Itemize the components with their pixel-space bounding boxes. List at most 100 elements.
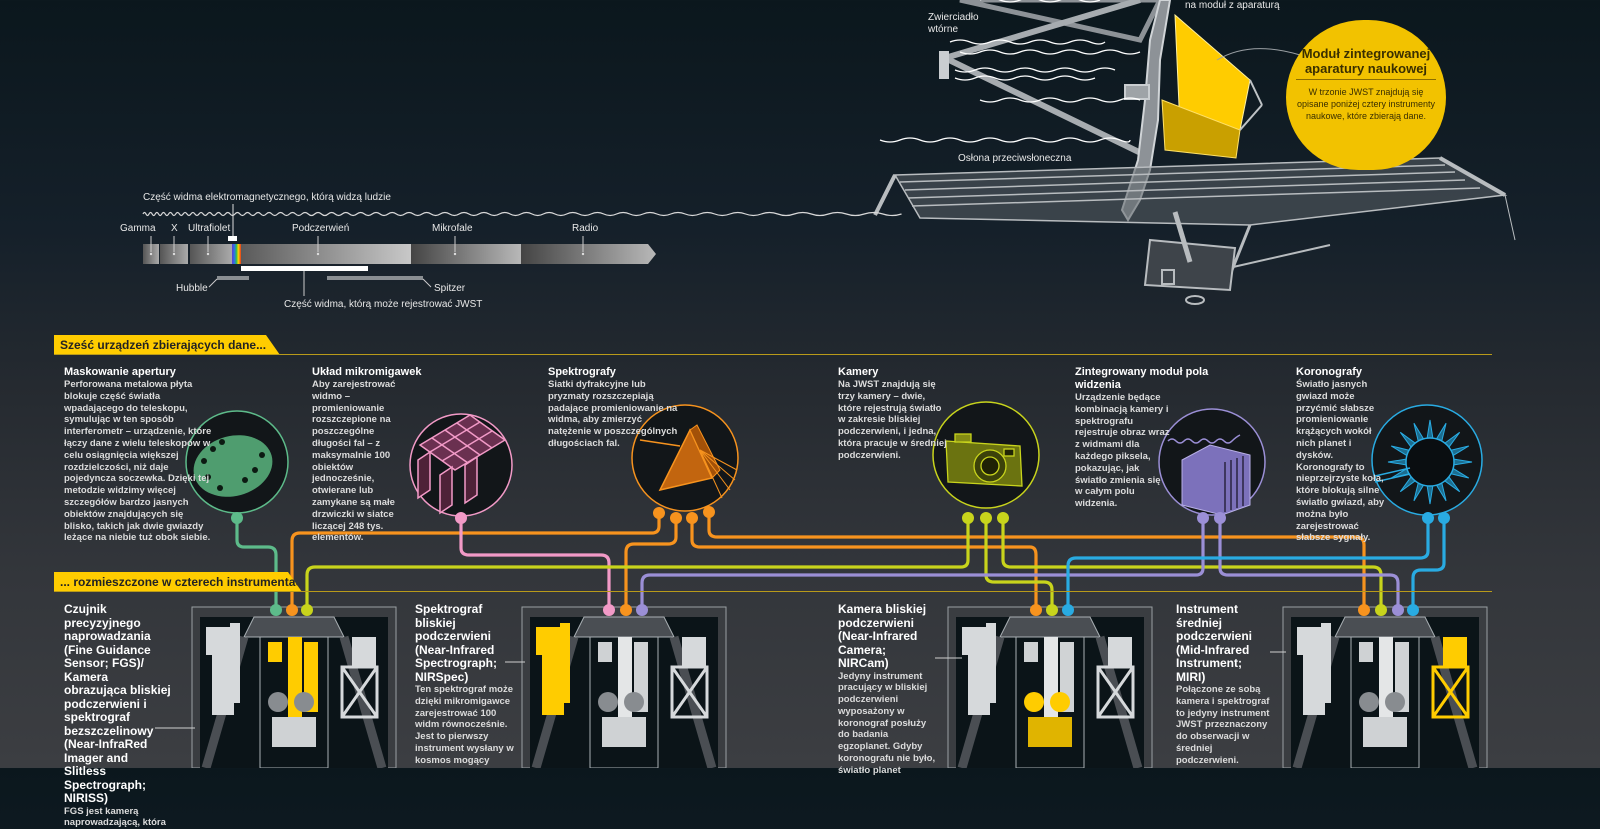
isim-callout-rule: [1296, 79, 1436, 80]
device-microshutters: Układ mikromigawek Aby zarejestrować wid…: [312, 366, 507, 544]
light-rays: [879, 0, 1141, 143]
connector-spectro-nircam: [690, 513, 1038, 610]
band-radio: [521, 244, 656, 264]
panel-miri: [1282, 606, 1488, 768]
secondary-mirror-struts: [939, 0, 1163, 158]
band-dots: [149, 252, 585, 256]
hubble-coverage-bar: [217, 276, 249, 280]
hubble-label: Hubble: [176, 283, 208, 294]
coronagraph-sun-icon: [1371, 404, 1483, 516]
instrument-leader-lines: [155, 651, 1286, 729]
device-coronagraphs: Koronografy Światło jasnych gwiazd może …: [1296, 366, 1391, 544]
device-description: Urządzenie będące kombinacją kamery i sp…: [1075, 392, 1170, 510]
devices-banner: Sześć urządzeń zbierających dane...: [54, 335, 280, 355]
connector-spectro-nirspec: [624, 516, 678, 610]
device-connector-dots: [231, 506, 1450, 524]
device-icons: [185, 401, 1483, 517]
device-spectrographs: Spektrografy Siatki dyfrakcyjne lub pryz…: [548, 366, 678, 450]
panel-nircam: [947, 606, 1153, 768]
instrument-connector-dots: [270, 604, 1419, 616]
slicer-wave: [1167, 434, 1241, 444]
instrument-title: Spektrograf bliskiej podczerwieni (Near-…: [415, 602, 498, 684]
connector-ifu-nirspec: [640, 516, 1205, 610]
band-label-microwave: Mikrofale: [432, 223, 473, 234]
em-spectrum-diagram: [142, 204, 902, 296]
instruments-banner: ... rozmieszczone w czterech instrumenta…: [54, 572, 302, 592]
connector-microshutter-nirspec: [459, 516, 611, 610]
image-slicer-icon: [1158, 408, 1266, 516]
instrument-description: Połączone ze sobą kamera i spektrograf t…: [1176, 684, 1270, 766]
device-description: Siatki dyfrakcyjne lub pryzmaty rozszcze…: [548, 379, 678, 449]
spacecraft-bus: [1143, 211, 1237, 305]
isim-callout-line: [1216, 48, 1301, 61]
connector-spectro-fgs: [290, 513, 661, 610]
connector-aperture-fgs: [235, 516, 278, 610]
instruments-banner-rule: [54, 591, 1492, 592]
perforated-plate-icon: [185, 410, 289, 514]
band-uv: [190, 244, 232, 264]
panel-fgs-niriss: [191, 606, 397, 768]
isim-callout-title: Moduł zintegrowanej aparatury naukowej: [1301, 46, 1431, 76]
connector-camera-fgs: [305, 516, 970, 610]
device-title: Maskowanie apertury: [64, 366, 176, 378]
band-label-radio: Radio: [572, 223, 599, 234]
human-visible-label: Część widma elektromagnetycznego, którą …: [143, 192, 391, 203]
band-visible: [232, 244, 241, 264]
instrument-nirspec: Spektrograf bliskiej podczerwieni (Near-…: [415, 602, 515, 767]
em-wave-line: [142, 211, 902, 217]
device-description: Aby zarejestrować widmo – promieniowanie…: [312, 379, 396, 544]
instrument-title: Kamera bliskiej podczerwieni (Near-Infra…: [838, 602, 927, 670]
device-description: Na JWST znajdują się trzy kamery – dwie,…: [838, 379, 947, 461]
instrument-module-pointer-label: na moduł z aparaturą: [1185, 0, 1280, 11]
band-label-infrared: Podczerwień: [292, 223, 350, 234]
band-label-x: X: [171, 223, 178, 234]
device-cameras: Kamery Na JWST znajdują się trzy kamery …: [838, 366, 948, 462]
band-microwave: [411, 244, 521, 264]
band-label-uv: Ultrafiolet: [188, 223, 231, 234]
instrument-description: Jedyny instrument pracujący w bliskiej p…: [838, 670, 936, 776]
device-title: Spektrografy: [548, 366, 616, 378]
panel-nirspec: [521, 606, 727, 768]
band-label-gamma: Gamma: [120, 223, 156, 234]
jwst-range-label: Część widma, którą może rejestrować JWST: [284, 299, 483, 310]
isim-module: [1161, 13, 1263, 159]
band-ticks: [150, 236, 584, 252]
prism-icon: [631, 404, 739, 512]
device-description: Perforowana metalowa płyta blokuje część…: [64, 379, 212, 544]
devices-banner-rule: [54, 354, 1492, 355]
visible-marker: [228, 236, 237, 241]
connector-coronagraph-miri: [1411, 516, 1446, 610]
instrument-nircam: Kamera bliskiej podczerwieni (Near-Infra…: [838, 602, 938, 777]
isim-callout: Moduł zintegrowanej aparatury naukowej W…: [1286, 20, 1446, 170]
connector-camera-miri: [1001, 516, 1383, 610]
spitzer-label: Spitzer: [434, 283, 466, 294]
infographic-graphics: [142, 0, 1516, 768]
device-title: Zintegrowany moduł pola widzenia: [1075, 366, 1209, 391]
device-aperture-masking: Maskowanie apertury Perforowana metalowa…: [64, 366, 214, 544]
camera-icon: [932, 401, 1040, 509]
isim-callout-body: W trzonie JWST znajdują się opisane poni…: [1296, 87, 1436, 121]
jwst-coverage-bar: [241, 266, 368, 271]
device-title: Układ mikromigawek: [312, 366, 422, 378]
instrument-description: Ten spektrograf może dzięki mikromigawce…: [415, 684, 514, 766]
instrument-fgs-niriss: Czujnik precyzyjnego naprowadzania (Fine…: [64, 602, 172, 829]
instrument-title: Instrument średniej podczerwieni (Mid-In…: [1176, 602, 1253, 684]
secondary-mirror-label: Zwierciadło wtórne: [928, 12, 979, 35]
device-title: Koronografy: [1296, 366, 1362, 378]
connector-lines: [235, 510, 1446, 610]
instrument-panels: [191, 606, 1488, 768]
connector-ifu-miri: [1218, 516, 1400, 610]
instrument-title: Czujnik precyzyjnego naprowadzania (Fine…: [64, 602, 171, 805]
connector-coronagraph-nircam: [1066, 516, 1430, 610]
device-title: Kamery: [838, 366, 879, 378]
connector-spectro-miri: [707, 510, 1366, 610]
connector-camera-nircam: [984, 516, 1054, 610]
device-description: Światło jasnych gwiazd może przyćmić sła…: [1296, 379, 1385, 544]
instrument-description: FGS jest kamerą naprowadzającą, która: [64, 805, 166, 829]
instrument-miri: Instrument średniej podczerwieni (Mid-In…: [1176, 602, 1271, 767]
sunshield-label: Osłona przeciwsłoneczna: [958, 153, 1072, 164]
microshutter-grid-icon: [409, 413, 513, 517]
device-ifu: Zintegrowany moduł pola widzenia Urządze…: [1075, 366, 1255, 510]
spitzer-coverage-bar: [327, 276, 423, 280]
band-infrared: [241, 244, 411, 264]
